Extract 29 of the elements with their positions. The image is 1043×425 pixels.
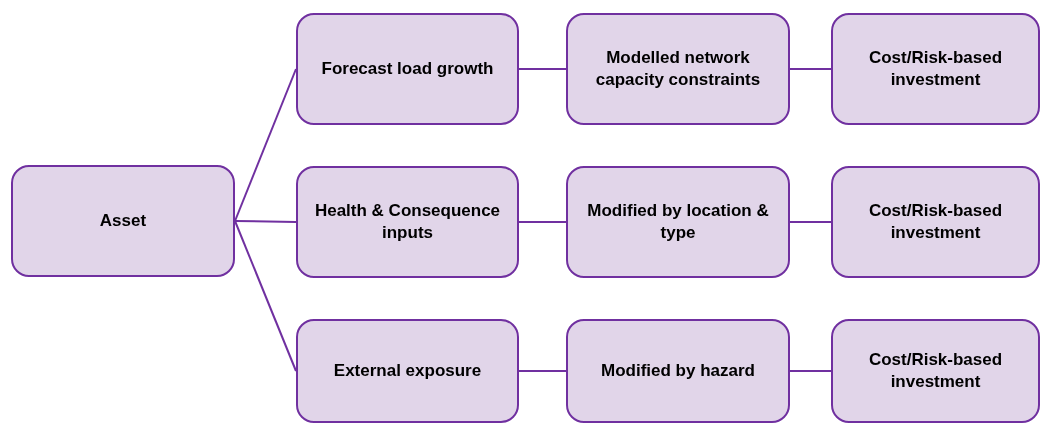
box-label: Asset xyxy=(99,210,147,232)
connector-line xyxy=(518,221,567,223)
process-box xyxy=(831,166,1040,278)
connector-line xyxy=(789,370,832,372)
process-box xyxy=(831,319,1040,423)
connector-line xyxy=(789,221,832,223)
box-label: Cost/Risk-based investment xyxy=(867,349,1004,393)
connector-line xyxy=(789,68,832,70)
box-label: Modelled network capacity constraints xyxy=(594,47,762,91)
process-box xyxy=(566,319,790,423)
connector-line xyxy=(234,220,297,372)
connector-line xyxy=(234,68,297,222)
box-label: Forecast load growth xyxy=(321,58,494,80)
connector-line xyxy=(518,370,567,372)
connector-line xyxy=(234,220,297,223)
box-label: Modified by hazard xyxy=(601,360,755,382)
process-box xyxy=(296,13,519,125)
box-label: External exposure xyxy=(333,360,482,382)
process-box xyxy=(566,166,790,278)
box-label: Cost/Risk-based investment xyxy=(867,200,1004,244)
process-box xyxy=(296,166,519,278)
box-label: Health & Consequence inputs xyxy=(313,200,502,244)
connector-line xyxy=(518,68,567,70)
process-box xyxy=(831,13,1040,125)
process-box xyxy=(11,165,235,277)
box-label: Cost/Risk-based investment xyxy=(867,47,1004,91)
process-box xyxy=(566,13,790,125)
box-label: Modified by location & type xyxy=(586,200,770,244)
process-box xyxy=(296,319,519,423)
